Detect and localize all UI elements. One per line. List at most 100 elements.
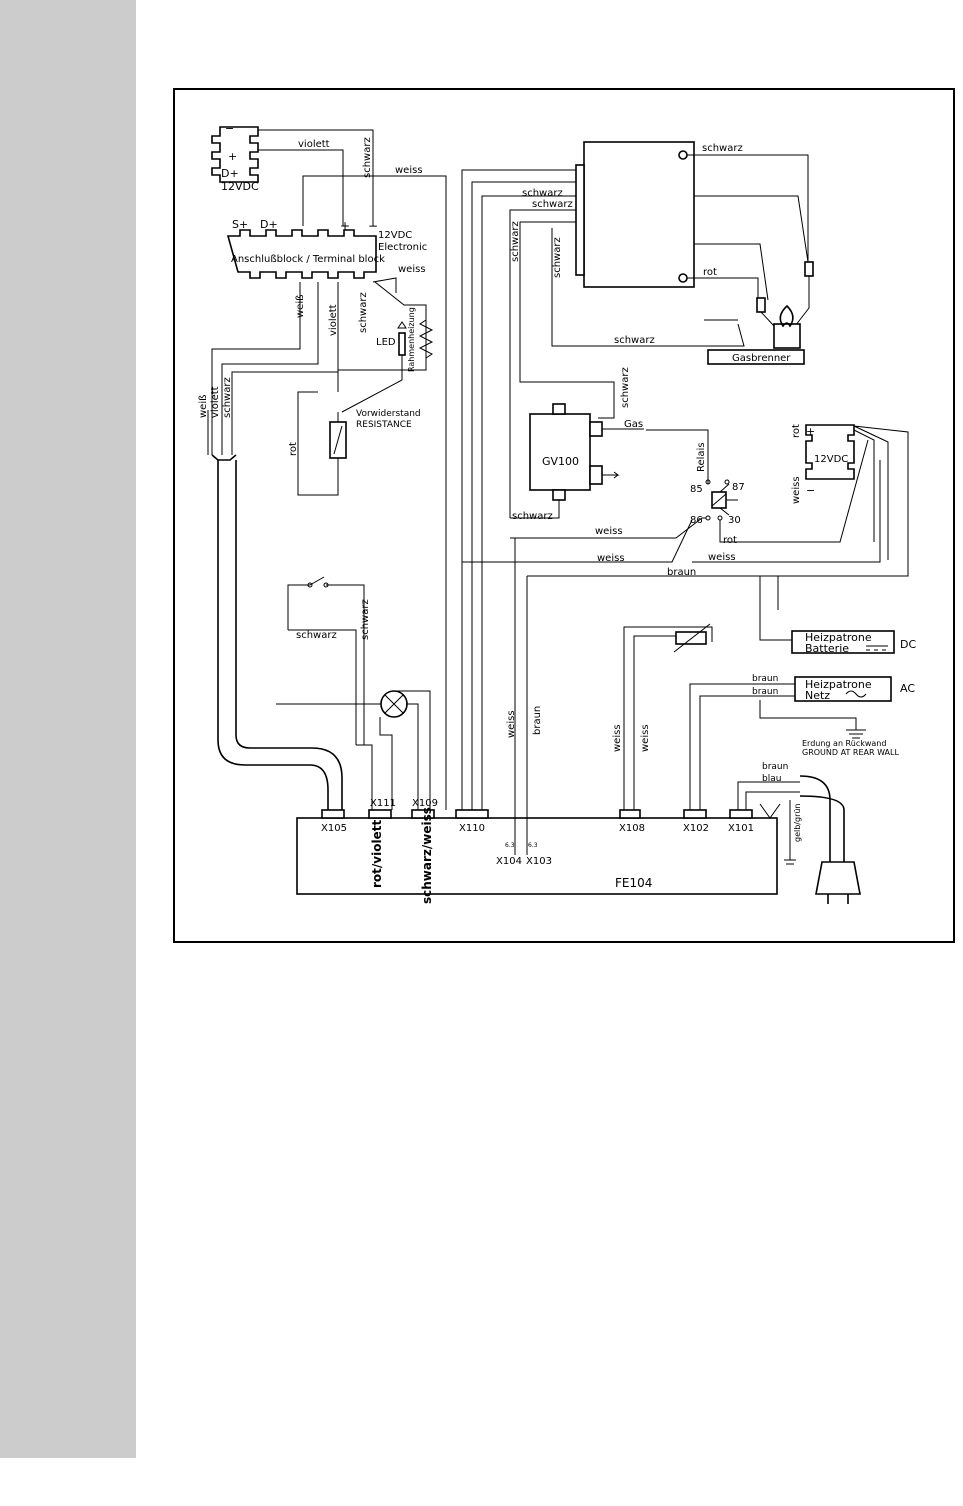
ignition-schwarz-label-5: schwarz	[552, 237, 563, 278]
violett-top-label: violett	[298, 139, 330, 150]
wire-conn-4	[509, 209, 576, 518]
x103-label: X103	[526, 856, 552, 867]
rot-battery-right-label: rot	[791, 424, 802, 438]
resistance-label: RESISTANCE	[356, 420, 412, 430]
wire-weiss-rahmen	[372, 277, 397, 293]
schwarz-gv-bottom-label: schwarz	[512, 511, 553, 522]
gv100-outlet	[589, 465, 603, 485]
relay-contacts	[719, 483, 738, 516]
pin63-b-label: 6.3	[528, 842, 538, 849]
battery-top-left	[211, 126, 259, 183]
wire-rot-relay	[719, 439, 869, 543]
wire-weiss-relay-2	[462, 519, 693, 563]
gv100-gas-inlet	[589, 421, 603, 437]
cable-outer-left	[217, 460, 329, 810]
relay-87-label: 87	[732, 482, 745, 493]
x104-label: X104	[496, 856, 522, 867]
mains-plug-icon	[815, 861, 861, 895]
connector-x110	[455, 809, 489, 819]
terminal-plus-label: +	[340, 219, 350, 233]
wire-battery-right	[853, 425, 889, 560]
gelb-gruen-label: gelb/grün	[793, 803, 802, 842]
x110-label: X110	[459, 823, 485, 834]
wire-battery-minus	[258, 129, 374, 226]
rot-relais-label: rot	[723, 535, 737, 546]
connector-x111	[368, 809, 392, 819]
relay-pin-86	[705, 515, 711, 521]
ignition-terminal-top	[678, 150, 688, 160]
wire-weiss-relay-3	[692, 460, 881, 563]
x111-label: X111	[370, 798, 396, 809]
battery-right-label: 12VDC	[814, 454, 848, 465]
rot-right-label: rot	[703, 267, 717, 278]
terminal-d-label: D+	[260, 218, 278, 231]
gv100-label: GV100	[542, 455, 579, 468]
switch-schwarz-h-label: schwarz	[296, 630, 337, 641]
wire-weiss-terminal	[211, 282, 301, 455]
weiss-v2-label: weiss	[612, 724, 623, 752]
wire-resistor-loop	[297, 391, 339, 496]
relay-pin-30	[717, 515, 723, 521]
wire-x110-bundle	[445, 560, 483, 810]
weiss-v3-label: weiss	[640, 724, 651, 752]
battery-right	[805, 424, 855, 480]
dc-symbol-icon	[866, 645, 888, 651]
rahmenheizung-label: Rahmenheizung	[407, 307, 416, 372]
gas-label: Gas	[624, 419, 643, 430]
ignition-schwarz-label-4: schwarz	[620, 367, 631, 408]
wire-switch	[287, 584, 365, 745]
wire-conn-5	[519, 221, 615, 419]
relay-86-label: 86	[690, 515, 703, 526]
schwarz-weiss-label: schwarz/weiss	[420, 807, 434, 904]
weiss-battery-right-label: weiss	[791, 476, 802, 504]
gasbrenner-label: Gasbrenner	[732, 353, 791, 364]
wire-violett-v-label: violett	[328, 304, 339, 336]
vorwiderstand-label: Vorwiderstand	[356, 409, 421, 419]
heizpatrone-dc	[791, 630, 895, 654]
gv100-outlet-arrow	[602, 471, 620, 479]
rot-left-label: rot	[288, 442, 299, 456]
heizpatrone-dc-label-2: Batterie	[805, 642, 849, 655]
thermocouple-sensor	[804, 261, 814, 277]
wire-conn-3	[481, 195, 576, 560]
weiss-1-label: weiss	[595, 526, 623, 537]
battery-right-minus: −	[806, 484, 815, 497]
wire-electrode	[760, 311, 775, 327]
connector-x101	[729, 809, 753, 819]
switch-lever-icon[interactable]	[309, 576, 325, 586]
terminal-block-label: Anschlußblock / Terminal block	[231, 254, 385, 265]
heizpatrone-ac-label-2: Netz	[805, 689, 830, 702]
wire-rahmen-loop	[337, 281, 427, 392]
ac-symbol-icon	[845, 690, 867, 698]
x109-label: X109	[412, 798, 438, 809]
electronic-label-2: Electronic	[378, 242, 427, 253]
page-sidebar	[0, 0, 136, 1458]
ignition-connector	[575, 164, 585, 276]
weiss-terminal-label: weiss	[398, 264, 426, 275]
braun-v1-label: braun	[532, 706, 543, 735]
battery-top-label: 12VDC	[221, 180, 259, 193]
cable-schwarz-label: schwarz	[222, 377, 233, 418]
wire-conn-2	[471, 181, 576, 560]
weiss-v1-label: weiss	[506, 710, 517, 738]
cable-outer-right	[235, 460, 343, 810]
wire-relay-85	[646, 429, 709, 484]
schwarz-right-label: schwarz	[702, 143, 743, 154]
x101-label: X101	[728, 823, 754, 834]
wire-variable-resistor	[623, 626, 713, 810]
mains-plug-pins	[827, 894, 849, 904]
relay-pin-87	[724, 479, 730, 485]
wire-gelb-gruen	[759, 800, 796, 865]
wire-violett-terminal	[221, 282, 319, 455]
fe104-board	[296, 817, 778, 895]
rot-violett-label: rot/violett	[370, 820, 384, 888]
cable-weiss-label: weiß	[198, 395, 209, 418]
pin63-a-label: 6.3	[505, 842, 515, 849]
schwarz-top-label: schwarz	[362, 137, 373, 178]
led-body	[398, 332, 406, 356]
cable-junction	[211, 454, 237, 461]
terminal-block	[226, 229, 377, 279]
wire-lamp-out	[379, 690, 431, 810]
wire-ignition-3	[694, 243, 769, 301]
